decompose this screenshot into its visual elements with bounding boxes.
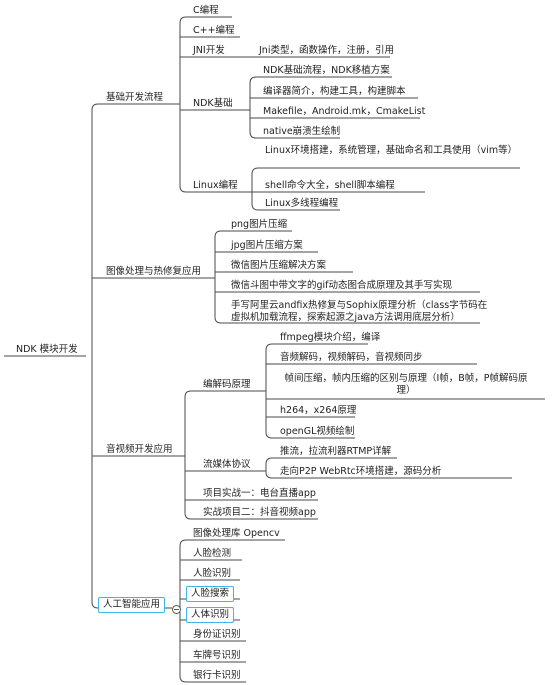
b0-linux-link	[251, 203, 340, 211]
node-shell[interactable]: shell命令大全，shell脚本编程	[265, 180, 395, 191]
node-opencv[interactable]: 图像处理库 Opencv	[193, 528, 280, 539]
node-id-card[interactable]: 身份证识别	[193, 629, 241, 640]
node-jni-types[interactable]: Jni类型，函数操作，注册，引用	[259, 45, 394, 56]
node-rtmp[interactable]: 推流，拉流利器RTMP详解	[280, 446, 392, 457]
root-branches-link	[91, 601, 172, 609]
node-cpp-programming[interactable]: C++编程	[193, 25, 235, 36]
branch-ai[interactable]: 人工智能应用	[98, 597, 166, 613]
node-ffmpeg[interactable]: ffmpeg模块介绍，编译	[280, 332, 381, 343]
node-body-recognize[interactable]: 人体识别	[186, 607, 235, 623]
node-linux-threads[interactable]: Linux多线程编程	[265, 198, 339, 209]
node-wechat-compress[interactable]: 微信图片压缩解决方案	[231, 260, 327, 271]
collapse-toggle-icon[interactable]	[172, 605, 181, 614]
node-opengl[interactable]: openGL视频绘制	[280, 426, 355, 437]
b2-codec-link	[265, 343, 368, 351]
node-av-decode[interactable]: 音频解码，视频解码，音视频同步	[280, 352, 423, 363]
root-branches-link	[91, 103, 180, 111]
node-face-detect[interactable]: 人脸检测	[193, 548, 232, 559]
node-ndk-flow[interactable]: NDK基础流程，NDK移植方案	[263, 65, 390, 76]
node-face-search[interactable]: 人脸搜索	[186, 586, 235, 602]
root-node[interactable]: NDK 模块开发	[16, 344, 78, 355]
node-radio-app[interactable]: 项目实战一：电台直播app	[203, 488, 316, 499]
b1-link	[214, 316, 480, 324]
node-jpg-compress[interactable]: jpg图片压缩方案	[231, 240, 303, 251]
node-png-compress[interactable]: png图片压缩	[231, 219, 288, 230]
node-codec-principles[interactable]: 编解码原理	[203, 379, 251, 390]
node-hotfix-analysis[interactable]: 手写阿里云andfix热修复与Sophix原理分析（class字节码在虚拟机加载…	[231, 300, 488, 323]
b2-stream-link	[265, 471, 512, 479]
node-linux-env[interactable]: Linux环境搭建，系统管理，基础命名和工具使用（vim等）	[265, 145, 518, 156]
node-license-plate[interactable]: 车牌号识别	[193, 650, 241, 661]
b0-ndk-link	[249, 76, 392, 84]
node-webrtc[interactable]: 走向P2P WebRtc环境搭建，源码分析	[280, 466, 442, 477]
node-frame-compress[interactable]: 帧间压缩，帧内压缩的区别与原理（I帧，B帧，P帧解码原理）	[284, 373, 528, 396]
b0-ndk-link	[249, 131, 340, 139]
b0-link	[179, 185, 252, 193]
b1-link	[214, 230, 292, 238]
node-makefile[interactable]: Makefile，Android.mk，CmakeList	[263, 106, 426, 117]
node-streaming-protocol[interactable]: 流媒体协议	[203, 459, 251, 470]
node-bank-card[interactable]: 银行卡识别	[193, 670, 241, 681]
node-douyin-app[interactable]: 实战项目二：抖音视频app	[203, 507, 316, 518]
node-jni-dev[interactable]: JNI开发	[193, 45, 225, 56]
branch-audio-video[interactable]: 音视频开发应用	[106, 444, 173, 455]
b2-link	[184, 512, 318, 520]
node-native-crash[interactable]: native崩溃生绘制	[263, 126, 341, 137]
branch-basic-dev[interactable]: 基础开发流程	[106, 92, 164, 103]
node-compiler-intro[interactable]: 编译器简介，构建工具，构建脚本	[263, 86, 406, 97]
node-h264[interactable]: h264，x264原理	[280, 405, 357, 416]
node-linux-programming[interactable]: Linux编程	[193, 180, 238, 191]
b2-codec-link	[265, 431, 355, 439]
b2-stream-link	[265, 457, 397, 465]
b2-link	[184, 390, 266, 398]
b3-link	[179, 539, 285, 547]
b0-linux-link	[251, 167, 520, 175]
node-c-programming[interactable]: C编程	[193, 5, 219, 16]
b0-link	[179, 16, 232, 24]
branch-image-hotfix[interactable]: 图像处理与热修复应用	[106, 266, 202, 277]
node-ndk-basics[interactable]: NDK基础	[193, 98, 233, 109]
node-face-recognize[interactable]: 人脸识别	[193, 568, 232, 579]
node-gif-synthesis[interactable]: 微信斗图中带文字的gif动态图合成原理及其手写实现	[231, 280, 453, 291]
b3-link	[179, 675, 246, 683]
